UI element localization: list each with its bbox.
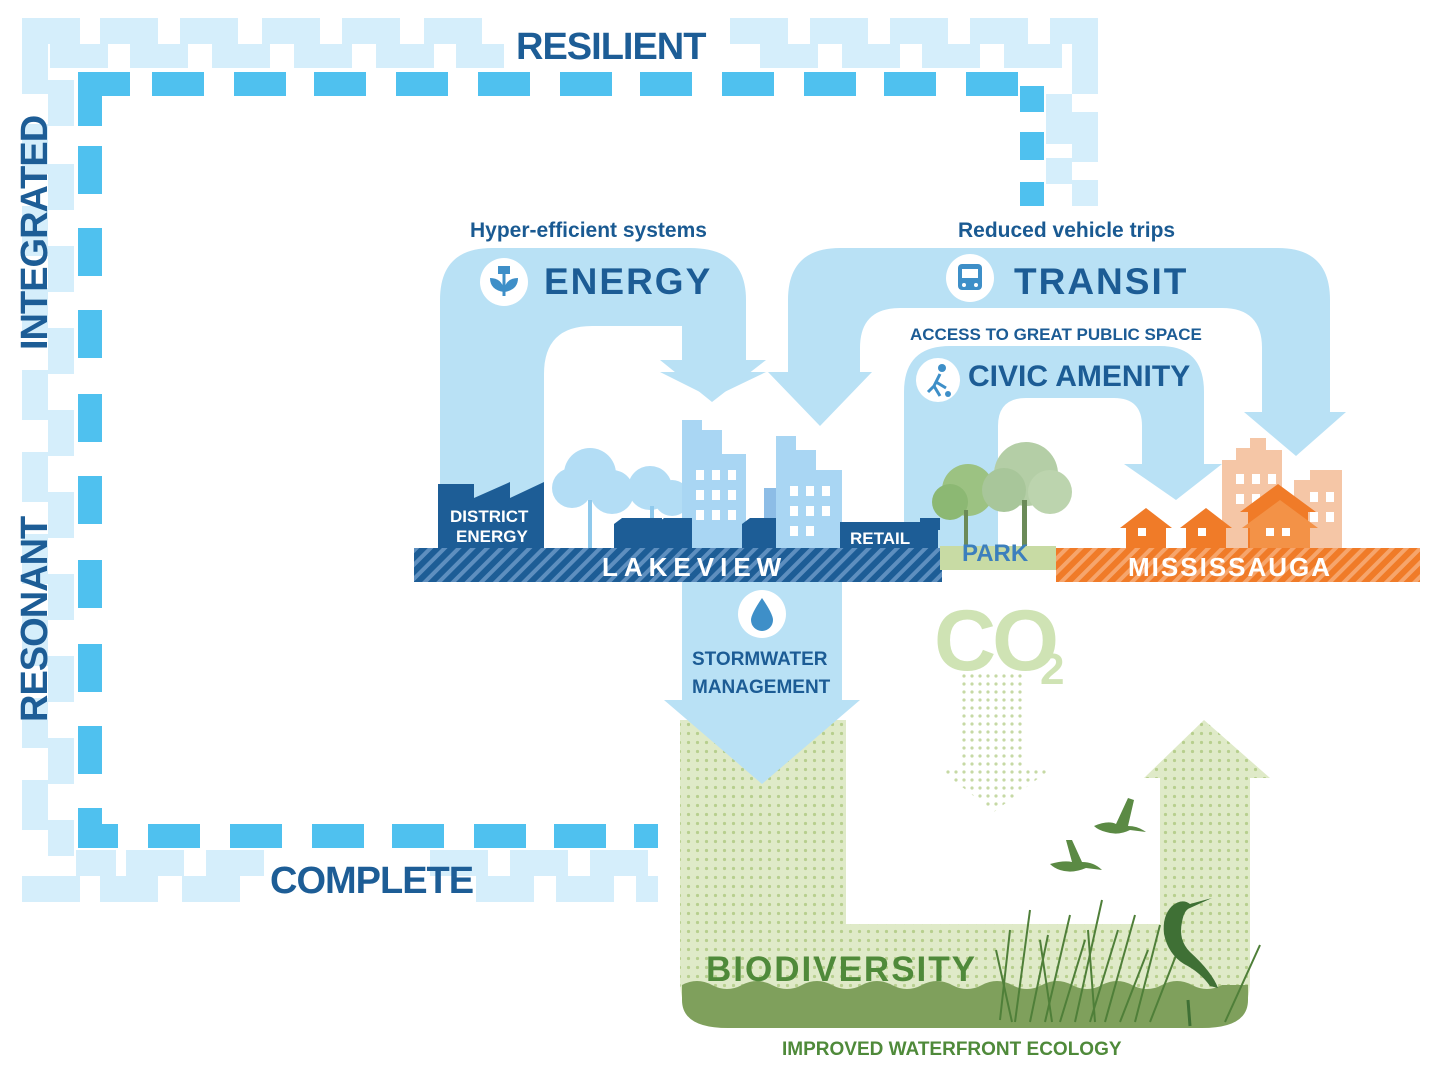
biodiversity-caption: IMPROVED WATERFRONT ECOLOGY — [782, 1039, 1122, 1060]
transit-flow — [768, 248, 1346, 456]
district-energy-building — [438, 482, 544, 548]
energy-title: ENERGY — [544, 261, 713, 302]
energy-flow — [440, 248, 766, 548]
park-ground — [940, 546, 1056, 570]
stormwater-label-line1: STORMWATER — [692, 649, 828, 670]
lakeview-ground — [414, 548, 942, 582]
frame-label-resonant: RESONANT — [14, 516, 56, 722]
heron-icon — [1163, 898, 1218, 1027]
lakeview-trees — [552, 448, 690, 548]
bus-icon — [946, 254, 994, 302]
reeds-illustration — [995, 899, 1261, 1023]
stormwater-label-line2: MANAGEMENT — [692, 677, 831, 698]
mississauga-label: MISSISSAUGA — [1128, 552, 1333, 582]
biodiversity-flow — [680, 720, 1270, 1028]
park-trees — [932, 442, 1072, 546]
district-energy-label-line1: DISTRICT — [450, 507, 529, 526]
lakeview-houses — [614, 518, 940, 548]
district-energy-label-line2: ENERGY — [456, 527, 528, 546]
transit-caption: Reduced vehicle trips — [958, 219, 1176, 242]
stormwater-flow — [664, 580, 860, 784]
energy-arrowhead — [660, 360, 766, 402]
lakeview-label: LAKEVIEW — [602, 552, 788, 582]
civic-caption: ACCESS TO GREAT PUBLIC SPACE — [910, 325, 1202, 344]
park-label: PARK — [962, 540, 1029, 567]
transit-title: TRANSIT — [1014, 261, 1189, 302]
co2-label: CO 2 — [934, 593, 1064, 694]
soccer-player-icon — [916, 358, 960, 402]
frame-label-integrated: INTEGRATED — [14, 115, 56, 350]
co2-subscript: 2 — [1040, 645, 1064, 694]
plug-plant-icon — [480, 258, 528, 306]
lakeview-towers — [682, 420, 842, 548]
co2-down-arrow — [938, 672, 1052, 812]
frame-label-resilient: RESILIENT — [516, 26, 706, 68]
co2-main: CO — [934, 593, 1056, 689]
mississauga-buildings — [1120, 438, 1342, 548]
frame-outer-dashes — [22, 18, 1098, 902]
energy-caption: Hyper-efficient systems — [470, 219, 707, 242]
bird-icon — [1050, 798, 1146, 872]
biodiversity-title: BIODIVERSITY — [706, 950, 977, 989]
civic-title: CIVIC AMENITY — [968, 360, 1191, 393]
frame-label-complete: COMPLETE — [270, 860, 474, 902]
water-drop-icon — [738, 590, 786, 638]
retail-label: RETAIL — [850, 529, 911, 548]
frame-inner-dashes — [78, 72, 1044, 848]
mississauga-ground — [1056, 548, 1420, 582]
